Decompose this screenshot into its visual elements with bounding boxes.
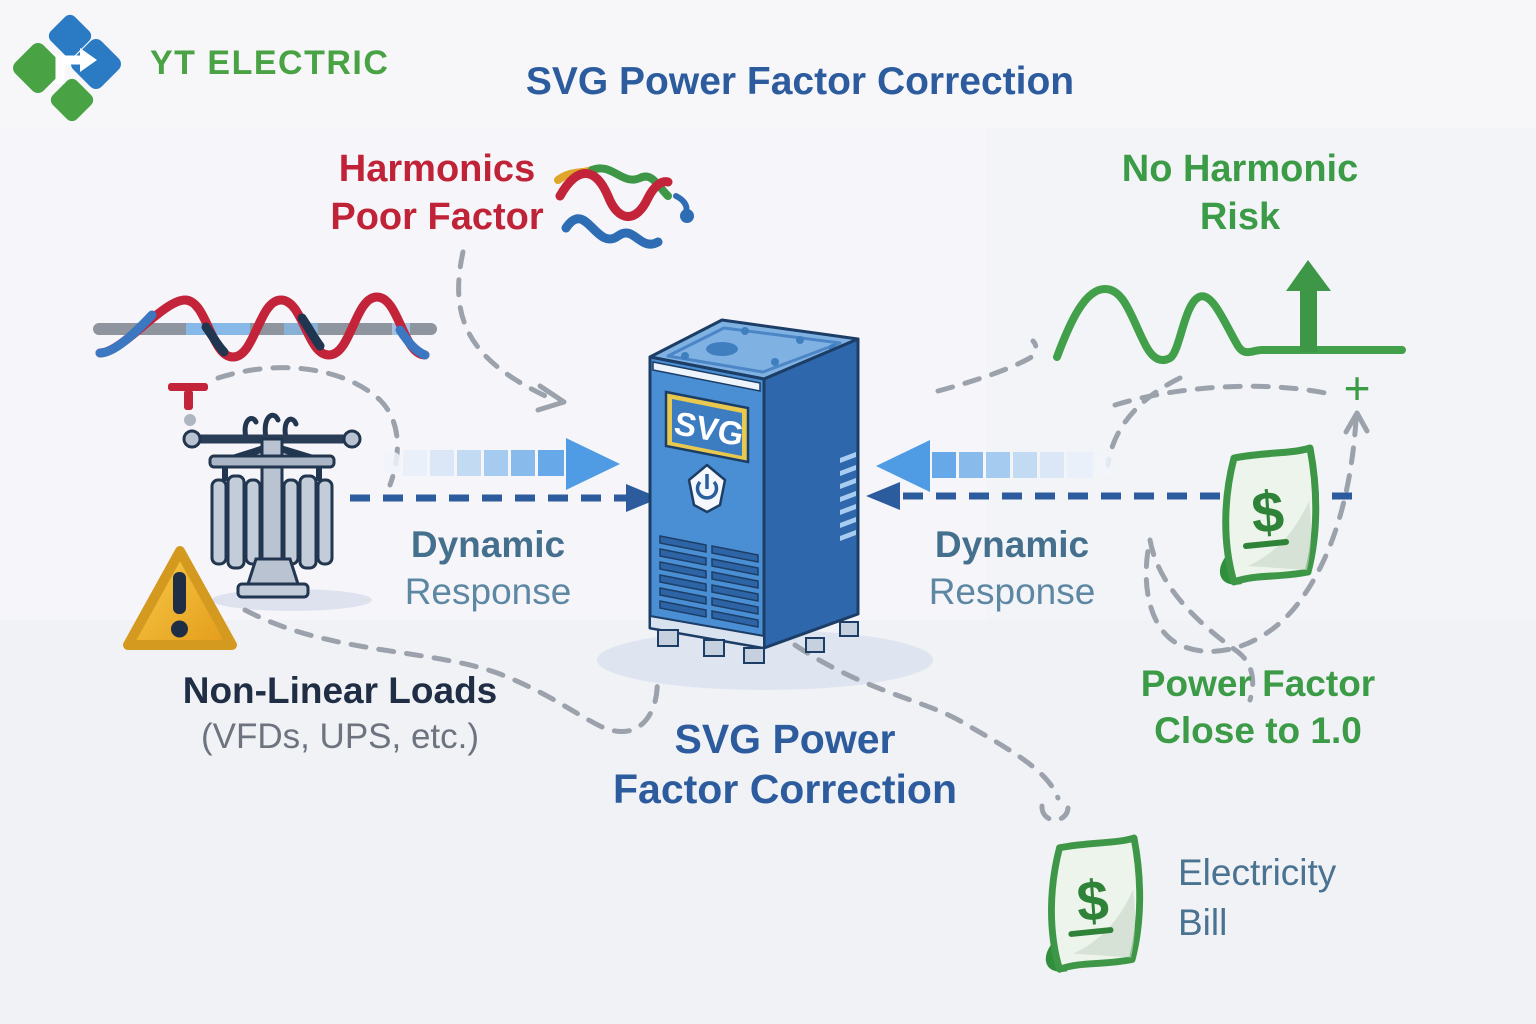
dynamic-left-line2: Response <box>404 570 572 612</box>
no-harmonic-line1: No Harmonic <box>1121 148 1359 190</box>
no-harmonic-line2: Risk <box>1199 195 1281 238</box>
t-marker-icon <box>168 383 208 410</box>
harmonics-label: Harmonics Poor Factor <box>277 146 597 242</box>
svg-text:$: $ <box>1249 479 1286 546</box>
dynamic-response-right: Dynamic Response <box>902 522 1122 615</box>
yt-electric-logo <box>13 14 121 122</box>
gradient-arrow-left-icon <box>876 440 1114 492</box>
electricity-bill-icon: $ <box>1045 834 1144 973</box>
brand-name: YT ELECTRIC <box>150 44 390 82</box>
dynamic-right-line1: Dynamic <box>934 524 1090 565</box>
distorted-wave-icon <box>93 292 437 362</box>
dynamic-response-left: Dynamic Response <box>378 522 598 615</box>
power-factor-line2: Close to 1.0 <box>1154 709 1362 751</box>
bill-line1: Electricity <box>1178 852 1337 893</box>
power-factor-label: Power Factor Close to 1.0 <box>1098 661 1418 754</box>
dashed-connectors <box>215 249 1359 823</box>
svg-cabinet-icon: SVG <box>648 318 860 664</box>
harmonics-line1: Harmonics <box>338 148 536 190</box>
harmonics-tangle-icon <box>554 164 694 249</box>
warning-triangle-icon <box>123 546 237 650</box>
loads-title: Non-Linear Loads <box>182 670 498 711</box>
dashed-blue-line-left <box>350 484 660 512</box>
clean-wave-icon <box>1053 284 1406 365</box>
gradient-arrow-right-icon <box>383 438 620 490</box>
transformer-load-icon <box>182 413 362 599</box>
device-caption: SVG Power Factor Correction <box>575 714 995 814</box>
electricity-bill-label: Electricity Bill <box>1178 848 1336 948</box>
bill-line2: Bill <box>1178 901 1228 943</box>
money-bill-icon: $ <box>1219 444 1320 586</box>
plus-icon: + <box>1344 362 1371 414</box>
dynamic-left-line1: Dynamic <box>410 524 566 565</box>
harmonics-line2: Poor Factor <box>330 195 544 238</box>
power-factor-line1: Power Factor <box>1140 663 1376 704</box>
svg-text:$: $ <box>1075 869 1111 934</box>
device-caption-line1: SVG Power <box>674 716 896 762</box>
no-harmonic-risk-label: No Harmonic Risk <box>1080 146 1400 242</box>
connector-dot <box>184 414 196 426</box>
green-up-arrow-icon <box>1286 260 1331 352</box>
dynamic-right-line2: Response <box>928 570 1096 612</box>
dashed-connector-arrowheads <box>535 383 1370 435</box>
loads-subtitle: (VFDs, UPS, etc.) <box>200 716 480 756</box>
device-caption-line2: Factor Correction <box>613 766 957 813</box>
page-title: SVG Power Factor Correction <box>525 60 1075 103</box>
non-linear-loads-label: Non-Linear Loads (VFDs, UPS, etc.) <box>150 668 530 759</box>
